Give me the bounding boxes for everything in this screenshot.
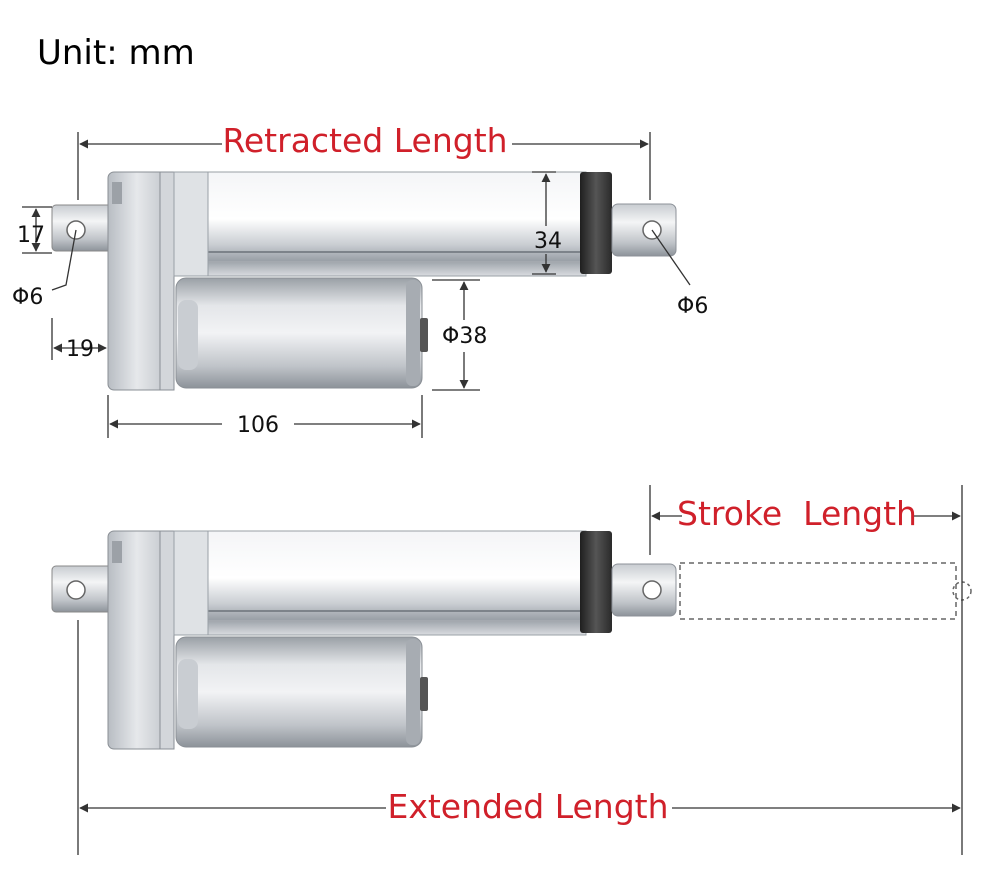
dim-hole-right: Φ6	[677, 294, 708, 319]
dim-motor-length: 106	[237, 413, 279, 438]
unit-label: Unit: mm	[37, 33, 195, 73]
dim-tube-height: 34	[534, 229, 562, 254]
dim-motor-diameter: Φ38	[442, 324, 487, 349]
retracted-length-label: Retracted Length	[222, 121, 507, 160]
stroke-length-label: Stroke Length	[677, 494, 917, 533]
actuator-extended	[51, 530, 972, 750]
dims-bottom	[77, 485, 963, 855]
extended-length-label: Extended Length	[387, 787, 668, 826]
dim-hole-left: Φ6	[12, 285, 43, 310]
dims-top	[22, 132, 691, 438]
dim-rear-offset: 19	[66, 337, 94, 362]
dim-mount-height: 17	[17, 223, 45, 248]
actuator-retracted	[51, 171, 677, 391]
